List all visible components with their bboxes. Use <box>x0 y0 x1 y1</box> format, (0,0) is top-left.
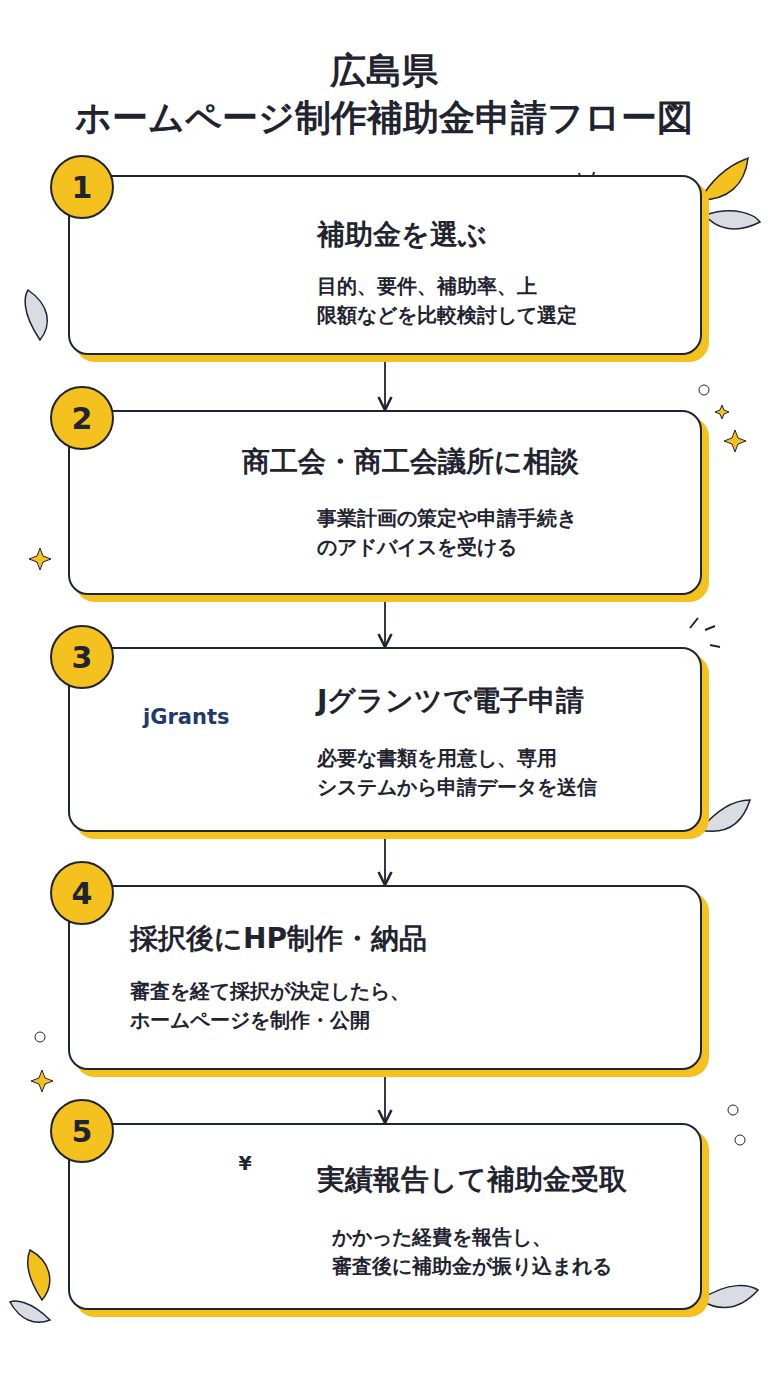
sparkle-decor-part <box>735 1135 745 1145</box>
step-number-circle: 1 <box>50 155 114 219</box>
step-number-circle: 5 <box>50 1099 114 1163</box>
step-number: 1 <box>72 170 93 205</box>
sparkle-decor <box>29 385 746 1145</box>
step-heading: 実績報告して補助金受取 <box>317 1160 627 1201</box>
currency-symbol: ¥ <box>238 1152 251 1174</box>
step-number: 5 <box>72 1114 93 1149</box>
sparkle-decor-part <box>690 618 720 647</box>
step-number-circle: 3 <box>50 625 114 689</box>
step-description: 審査を経て採択が決定したら、 ホームページを制作・公開 <box>130 977 460 1035</box>
step-card: Jグランツで電子申請必要な書類を用意し、専用 システムから申請データを送信 <box>68 647 702 832</box>
step-number: 2 <box>72 401 93 436</box>
leaf-decor-part <box>700 800 750 831</box>
sparkle-decor-part <box>699 385 709 395</box>
diagram-title: 広島県 ホームページ制作補助金申請フロー図 <box>30 48 738 142</box>
step-heading: 商工会・商工会議所に相談 <box>242 442 579 483</box>
sparkle-decor-part <box>724 430 746 452</box>
sparkle-decor-part <box>29 548 51 570</box>
step-description: 必要な書類を用意し、専用 システムから申請データを送信 <box>317 744 662 802</box>
flow-arrow <box>384 832 386 885</box>
sparkle-decor-part <box>31 1070 53 1092</box>
leaf-decor-part <box>25 290 47 340</box>
leaf-decor-part <box>705 211 760 229</box>
leaf-decor-part <box>10 1301 50 1322</box>
step-number-circle: 4 <box>50 861 114 925</box>
step-description: かかった経費を報告し、 審査後に補助金が振り込まれる <box>332 1223 667 1281</box>
step-card: 商工会・商工会議所に相談事業計画の策定や申請手続き のアドバイスを受ける <box>68 410 702 595</box>
leaf-decor-part <box>700 158 748 200</box>
sparkle-decor-part <box>35 1032 45 1042</box>
sparkle-decor-part <box>715 405 729 419</box>
flow-arrow <box>384 1070 386 1123</box>
step-heading: 採択後にHP制作・納品 <box>130 919 427 960</box>
step-description: 目的、要件、補助率、上 限額などを比較検討して選定 <box>317 272 627 330</box>
step-card: 実績報告して補助金受取かかった経費を報告し、 審査後に補助金が振り込まれる <box>68 1123 702 1310</box>
leaf-decor-part <box>28 1250 50 1300</box>
leaf-decor-part <box>700 1286 758 1308</box>
step-description: 事業計画の策定や申請手続き のアドバイスを受ける <box>317 504 617 562</box>
step-number: 4 <box>72 876 93 911</box>
step-card: 採択後にHP制作・納品審査を経て採択が決定したら、 ホームページを制作・公開 <box>68 885 702 1070</box>
step-number: 3 <box>72 640 93 675</box>
flow-arrow <box>384 355 386 410</box>
step-heading: Jグランツで電子申請 <box>317 681 584 722</box>
flow-arrow <box>384 595 386 647</box>
app-logo-text: jGrants <box>143 705 229 729</box>
leaf-decor <box>10 158 760 1322</box>
step-number-circle: 2 <box>50 386 114 450</box>
sparkle-decor-part <box>728 1105 738 1115</box>
step-heading: 補助金を選ぶ <box>317 215 487 256</box>
step-card: 補助金を選ぶ目的、要件、補助率、上 限額などを比較検討して選定 <box>68 175 702 355</box>
